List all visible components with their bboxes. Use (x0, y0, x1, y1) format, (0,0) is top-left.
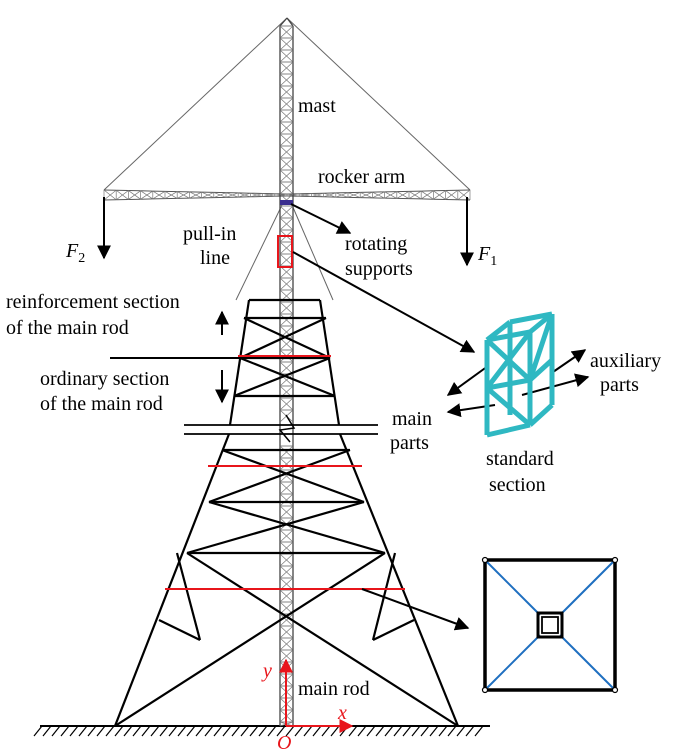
cross-section-arrow (361, 588, 470, 631)
force-arrows (97, 197, 474, 267)
main-parts-arrow-1 (446, 365, 489, 396)
lower-red-lines (165, 465, 405, 590)
pull-in-line-label-1: pull-in (183, 223, 237, 245)
rotating-supports-arrow (290, 203, 352, 234)
break-lines (184, 414, 378, 443)
cross-section (481, 556, 619, 694)
standard-section-model (484, 311, 555, 438)
main-rod-label: main rod (298, 678, 370, 700)
tower-upper-section (228, 298, 341, 426)
y-axis-label: y (263, 660, 272, 682)
standard-section-label-1: standard (486, 448, 554, 470)
ground (33, 725, 490, 737)
auxiliary-parts-label-1: auxiliary (590, 350, 662, 372)
reinforcement-label-1: reinforcement section (6, 291, 180, 313)
rotating-supports-label-2: supports (345, 258, 413, 280)
leader-arrows (110, 203, 590, 631)
standard-section-arrow (292, 251, 476, 353)
mast-highlight-box (277, 235, 293, 268)
standard-section-label-2: section (489, 474, 546, 496)
rocker-arm (103, 189, 471, 201)
rotating-supports-label-1: rotating (345, 233, 408, 255)
guy-wires (103, 17, 471, 301)
coordinate-axes (279, 658, 354, 733)
main-parts-label-1: main (392, 408, 432, 430)
mast-label: mast (298, 95, 336, 117)
tower-lower-section (113, 433, 460, 727)
x-axis-label: x (338, 702, 347, 724)
ordinary-label-1: ordinary section (40, 368, 170, 390)
reinforcement-label-2: of the main rod (6, 317, 129, 339)
rotating-support-marker (280, 200, 293, 205)
main-parts-label-2: parts (390, 432, 429, 454)
rocker-arm-label: rocker arm (318, 166, 406, 188)
auxiliary-arrow-1 (552, 349, 587, 373)
force-f2-label: F2 (66, 240, 86, 266)
auxiliary-arrow-2 (521, 373, 590, 396)
auxiliary-parts-label-2: parts (600, 374, 639, 396)
origin-label: O (277, 732, 292, 754)
ordinary-label-2: of the main rod (40, 393, 163, 415)
force-f1-label: F1 (478, 243, 498, 269)
pull-in-line-label-2: line (200, 247, 230, 269)
